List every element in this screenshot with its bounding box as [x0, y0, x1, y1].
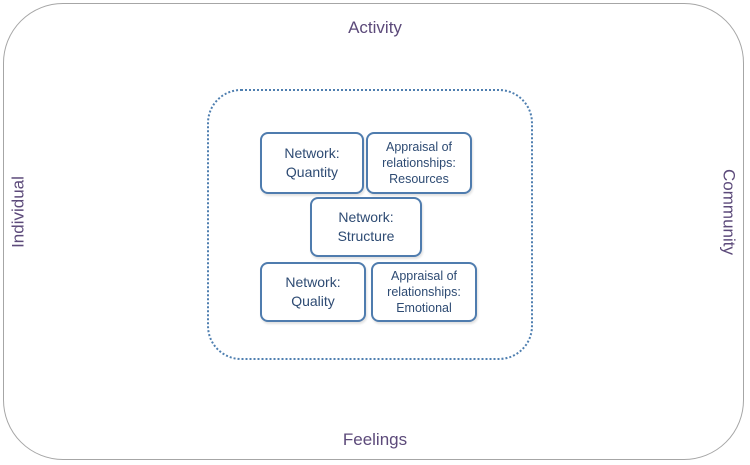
- label-community: Community: [719, 169, 739, 255]
- node-appraisal-resources-line1: Appraisal of: [385, 140, 452, 154]
- node-network-quantity-line2: Quantity: [285, 164, 339, 180]
- inner-dotted-frame: [207, 89, 533, 360]
- outer-frame: [3, 3, 744, 460]
- node-network-structure: Network: Structure: [310, 197, 422, 257]
- label-activity: Activity: [348, 18, 402, 37]
- node-appraisal-emotional: Appraisal of relationships: Emotional: [371, 262, 477, 322]
- node-network-quality-line1: Network:: [285, 274, 341, 290]
- label-individual: Individual: [8, 176, 28, 248]
- node-network-quality-line2: Quality: [291, 293, 335, 309]
- node-appraisal-emotional-line1: Appraisal of: [390, 269, 457, 283]
- node-network-structure-line1: Network:: [338, 209, 394, 225]
- node-network-structure-line2: Structure: [337, 228, 395, 244]
- node-network-quantity-line1: Network:: [284, 145, 340, 161]
- node-appraisal-resources-line3: Resources: [389, 172, 449, 186]
- node-appraisal-resources: Appraisal of relationships: Resources: [366, 132, 472, 194]
- node-network-quality: Network: Quality: [260, 262, 366, 322]
- node-appraisal-resources-line2: relationships:: [382, 156, 456, 170]
- node-network-quantity: Network: Quantity: [260, 132, 364, 194]
- node-appraisal-emotional-line2: relationships:: [387, 285, 461, 299]
- node-appraisal-emotional-line3: Emotional: [396, 301, 452, 315]
- label-feelings: Feelings: [342, 430, 408, 449]
